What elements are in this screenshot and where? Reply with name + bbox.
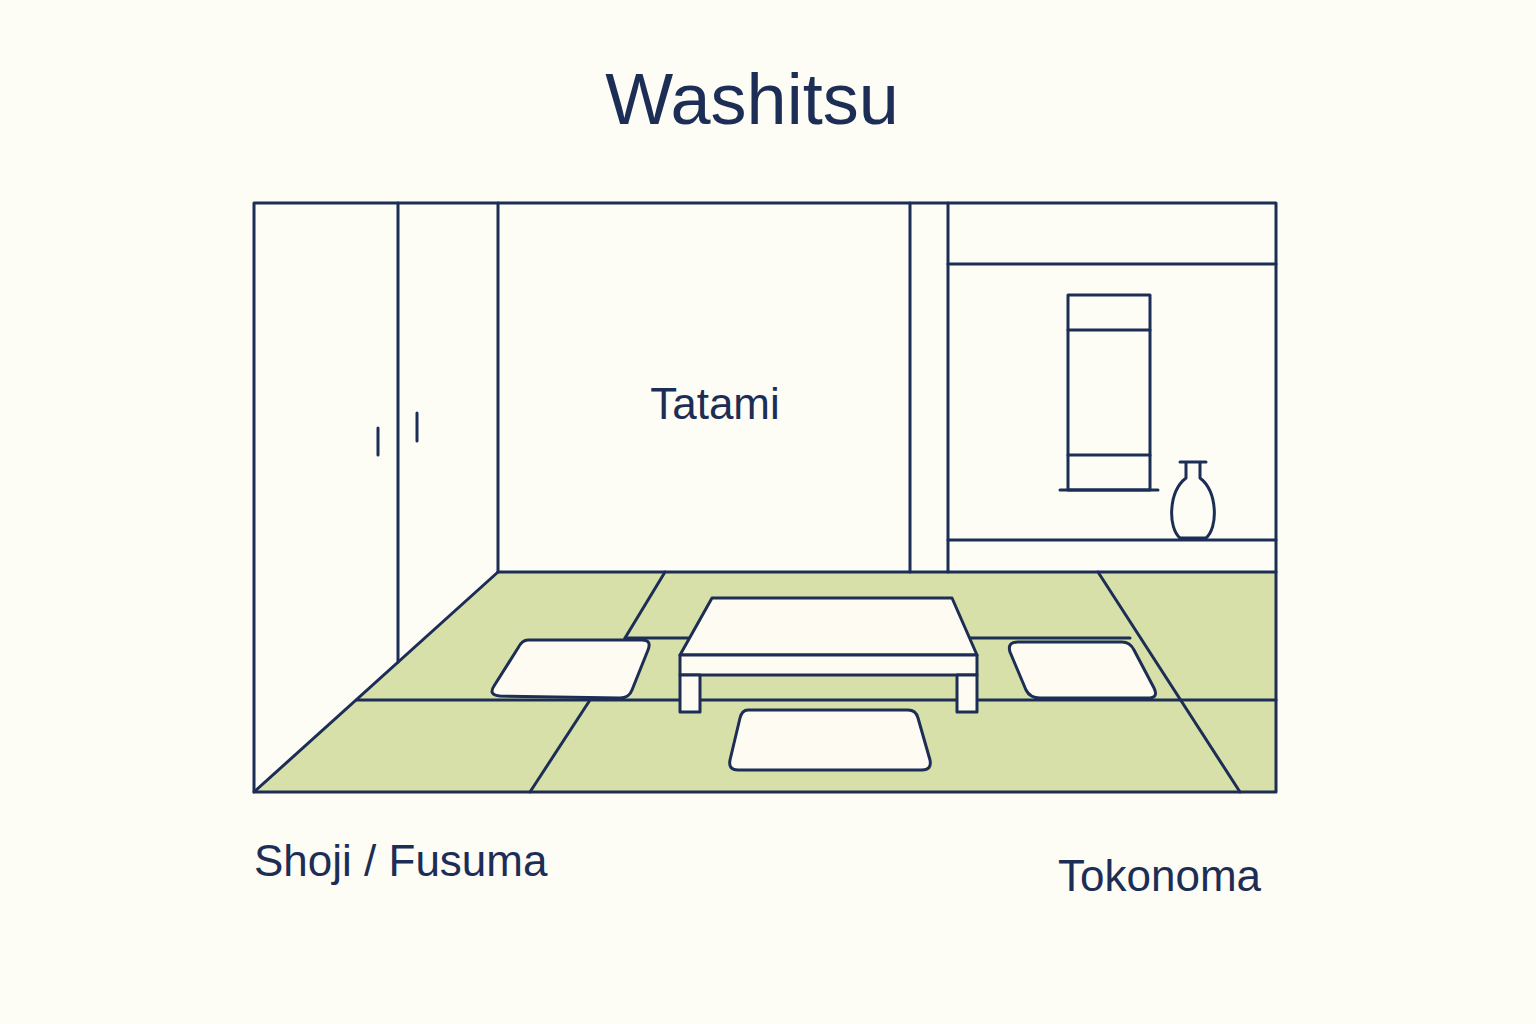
tatami-floor [254, 572, 1276, 792]
zabuton-cushions [492, 640, 1156, 770]
room-frame [254, 203, 1276, 792]
wall-base [498, 571, 1276, 574]
low-table [680, 598, 977, 712]
diagram-title: Washitsu [605, 60, 898, 139]
floor-edge [254, 572, 498, 792]
tatami-seams [357, 572, 1276, 792]
part-label: Shoji / Fusuma [254, 837, 547, 885]
wall-pillars [910, 203, 948, 572]
part-label: Tatami [650, 380, 780, 428]
part-label: Tokonoma [1058, 852, 1261, 900]
tokonoma-alcove [948, 264, 1276, 540]
shoji-fusuma-doors [378, 203, 498, 662]
